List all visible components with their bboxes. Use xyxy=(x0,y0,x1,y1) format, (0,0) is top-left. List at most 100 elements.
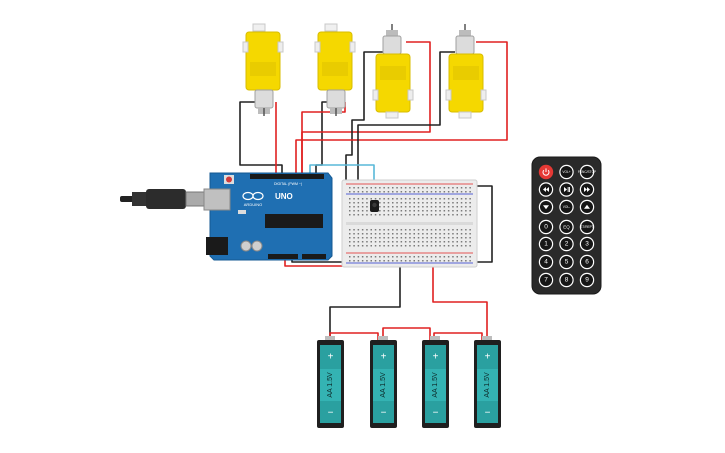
remote-button-5[interactable]: 5 xyxy=(559,254,574,270)
breadboard-hole xyxy=(443,187,446,189)
battery-3[interactable]: +AA 1.5V− xyxy=(422,336,449,428)
breadboard-hole xyxy=(374,256,377,258)
fast-forward-icon xyxy=(584,187,590,192)
usb-cable[interactable] xyxy=(120,189,209,209)
breadboard-hole xyxy=(392,198,394,200)
breadboard-hole xyxy=(452,214,454,216)
breadboard-hole xyxy=(452,237,454,239)
breadboard-hole xyxy=(430,241,433,243)
breadboard-hole xyxy=(430,245,433,247)
down-button[interactable] xyxy=(538,199,554,215)
wire-motor4-black[interactable] xyxy=(357,51,455,182)
fast-forward-button[interactable] xyxy=(579,182,595,197)
battery-pack: +AA 1.5V− +AA 1.5V− +AA 1.5V− +AA 1.5V− xyxy=(317,336,501,428)
breadboard-hole xyxy=(396,191,398,193)
reset-button[interactable] xyxy=(226,176,232,183)
breadboard-hole xyxy=(443,241,446,243)
arduino-uno-board[interactable]: DIGITAL (PWM ~) ARDUINO UNO xyxy=(203,172,333,261)
remote-button-7[interactable]: 7 xyxy=(538,272,554,288)
breadboard-hole xyxy=(357,245,360,247)
breadboard-hole xyxy=(349,187,351,189)
gear-motor-4[interactable] xyxy=(445,24,487,119)
wire-batt-link-2[interactable] xyxy=(382,327,431,340)
play-pause-button[interactable] xyxy=(559,182,574,197)
breadboard-hole xyxy=(469,241,471,243)
breadboard-hole xyxy=(465,191,467,193)
wire-batt-pos[interactable] xyxy=(432,266,488,340)
breadboard-hole xyxy=(417,256,420,258)
breadboard-hole xyxy=(413,260,415,262)
breadboard-hole xyxy=(387,237,390,239)
breadboard-hole xyxy=(439,245,441,247)
breadboard-hole xyxy=(383,237,385,239)
battery-2[interactable]: +AA 1.5V− xyxy=(370,336,397,428)
up-button[interactable] xyxy=(579,199,595,215)
battery-1[interactable]: +AA 1.5V− xyxy=(317,336,344,428)
remote-button-eq[interactable]: EQ xyxy=(559,219,574,235)
breadboard-hole xyxy=(366,191,368,193)
remote-button-9[interactable]: 9 xyxy=(579,272,595,288)
remote-button-8[interactable]: 8 xyxy=(559,272,574,288)
remote-button-vol-[interactable]: VOL- xyxy=(559,199,574,215)
remote-button-4[interactable]: 4 xyxy=(538,254,554,270)
breadboard-hole xyxy=(452,187,454,189)
breadboard-hole xyxy=(426,214,428,216)
remote-button-6[interactable]: 6 xyxy=(579,254,595,270)
breadboard-hole xyxy=(447,245,450,247)
rewind-button[interactable] xyxy=(538,182,554,197)
breadboard-hole xyxy=(404,229,407,231)
wire-batt-neg[interactable] xyxy=(329,266,401,340)
remote-button-2[interactable]: 2 xyxy=(559,236,574,252)
breadboard-hole xyxy=(417,202,420,204)
ir-receiver[interactable] xyxy=(370,200,379,212)
breadboard-hole xyxy=(417,260,420,262)
breadboard-hole xyxy=(353,206,355,208)
wire-rail-right[interactable] xyxy=(470,185,493,263)
battery-label: AA 1.5V xyxy=(432,372,439,398)
remote-button-label: VOL+ xyxy=(562,170,570,174)
remote-button-func-stop[interactable]: FUNC/STOP xyxy=(578,164,596,180)
wire-motor3-black[interactable] xyxy=(345,51,383,182)
remote-button-1[interactable]: 1 xyxy=(538,236,554,252)
digital-header xyxy=(250,174,324,179)
breadboard-hole xyxy=(370,256,372,258)
breadboard-hole xyxy=(465,198,467,200)
power-button[interactable] xyxy=(538,164,554,180)
wire-batt-link-1[interactable] xyxy=(329,332,379,340)
breadboard-hole xyxy=(422,256,424,258)
gear-motor-2[interactable] xyxy=(314,23,356,116)
breadboard-hole xyxy=(430,229,433,231)
breadboard-hole xyxy=(452,210,454,212)
breadboard-hole xyxy=(435,241,437,243)
battery-4[interactable]: +AA 1.5V− xyxy=(474,336,501,428)
wire-motor1-black[interactable] xyxy=(239,101,283,176)
breadboard-hole xyxy=(392,206,394,208)
gear-motor-3[interactable] xyxy=(372,24,414,119)
breadboard-hole xyxy=(439,256,441,258)
remote-button-label: 5 xyxy=(565,259,569,266)
breadboard-hole xyxy=(443,206,446,208)
remote-button-0[interactable]: 0 xyxy=(538,219,554,235)
wire-motor4-red[interactable] xyxy=(295,41,508,176)
breadboard-hole xyxy=(366,206,368,208)
breadboard[interactable] xyxy=(341,179,478,268)
breadboard-hole xyxy=(469,206,471,208)
breadboard-hole xyxy=(413,229,415,231)
wire-motor3-red[interactable] xyxy=(301,41,431,176)
gear-motor-1[interactable] xyxy=(242,23,284,116)
breadboard-hole xyxy=(417,198,420,200)
remote-button-vol-[interactable]: VOL+ xyxy=(559,164,574,180)
breadboard-hole xyxy=(439,241,441,243)
breadboard-hole xyxy=(452,206,454,208)
remote-button-3[interactable]: 3 xyxy=(579,236,595,252)
remote-button-st-rept[interactable]: ST/REPT xyxy=(579,219,595,235)
wire-batt-link-3[interactable] xyxy=(433,332,483,340)
breadboard-hole xyxy=(456,202,458,204)
breadboard-hole xyxy=(379,214,381,216)
wire-arduino-5v[interactable] xyxy=(284,258,345,267)
breadboard-hole xyxy=(456,237,458,239)
breadboard-hole xyxy=(469,191,471,193)
breadboard-hole xyxy=(349,260,351,262)
breadboard-hole xyxy=(361,229,364,231)
